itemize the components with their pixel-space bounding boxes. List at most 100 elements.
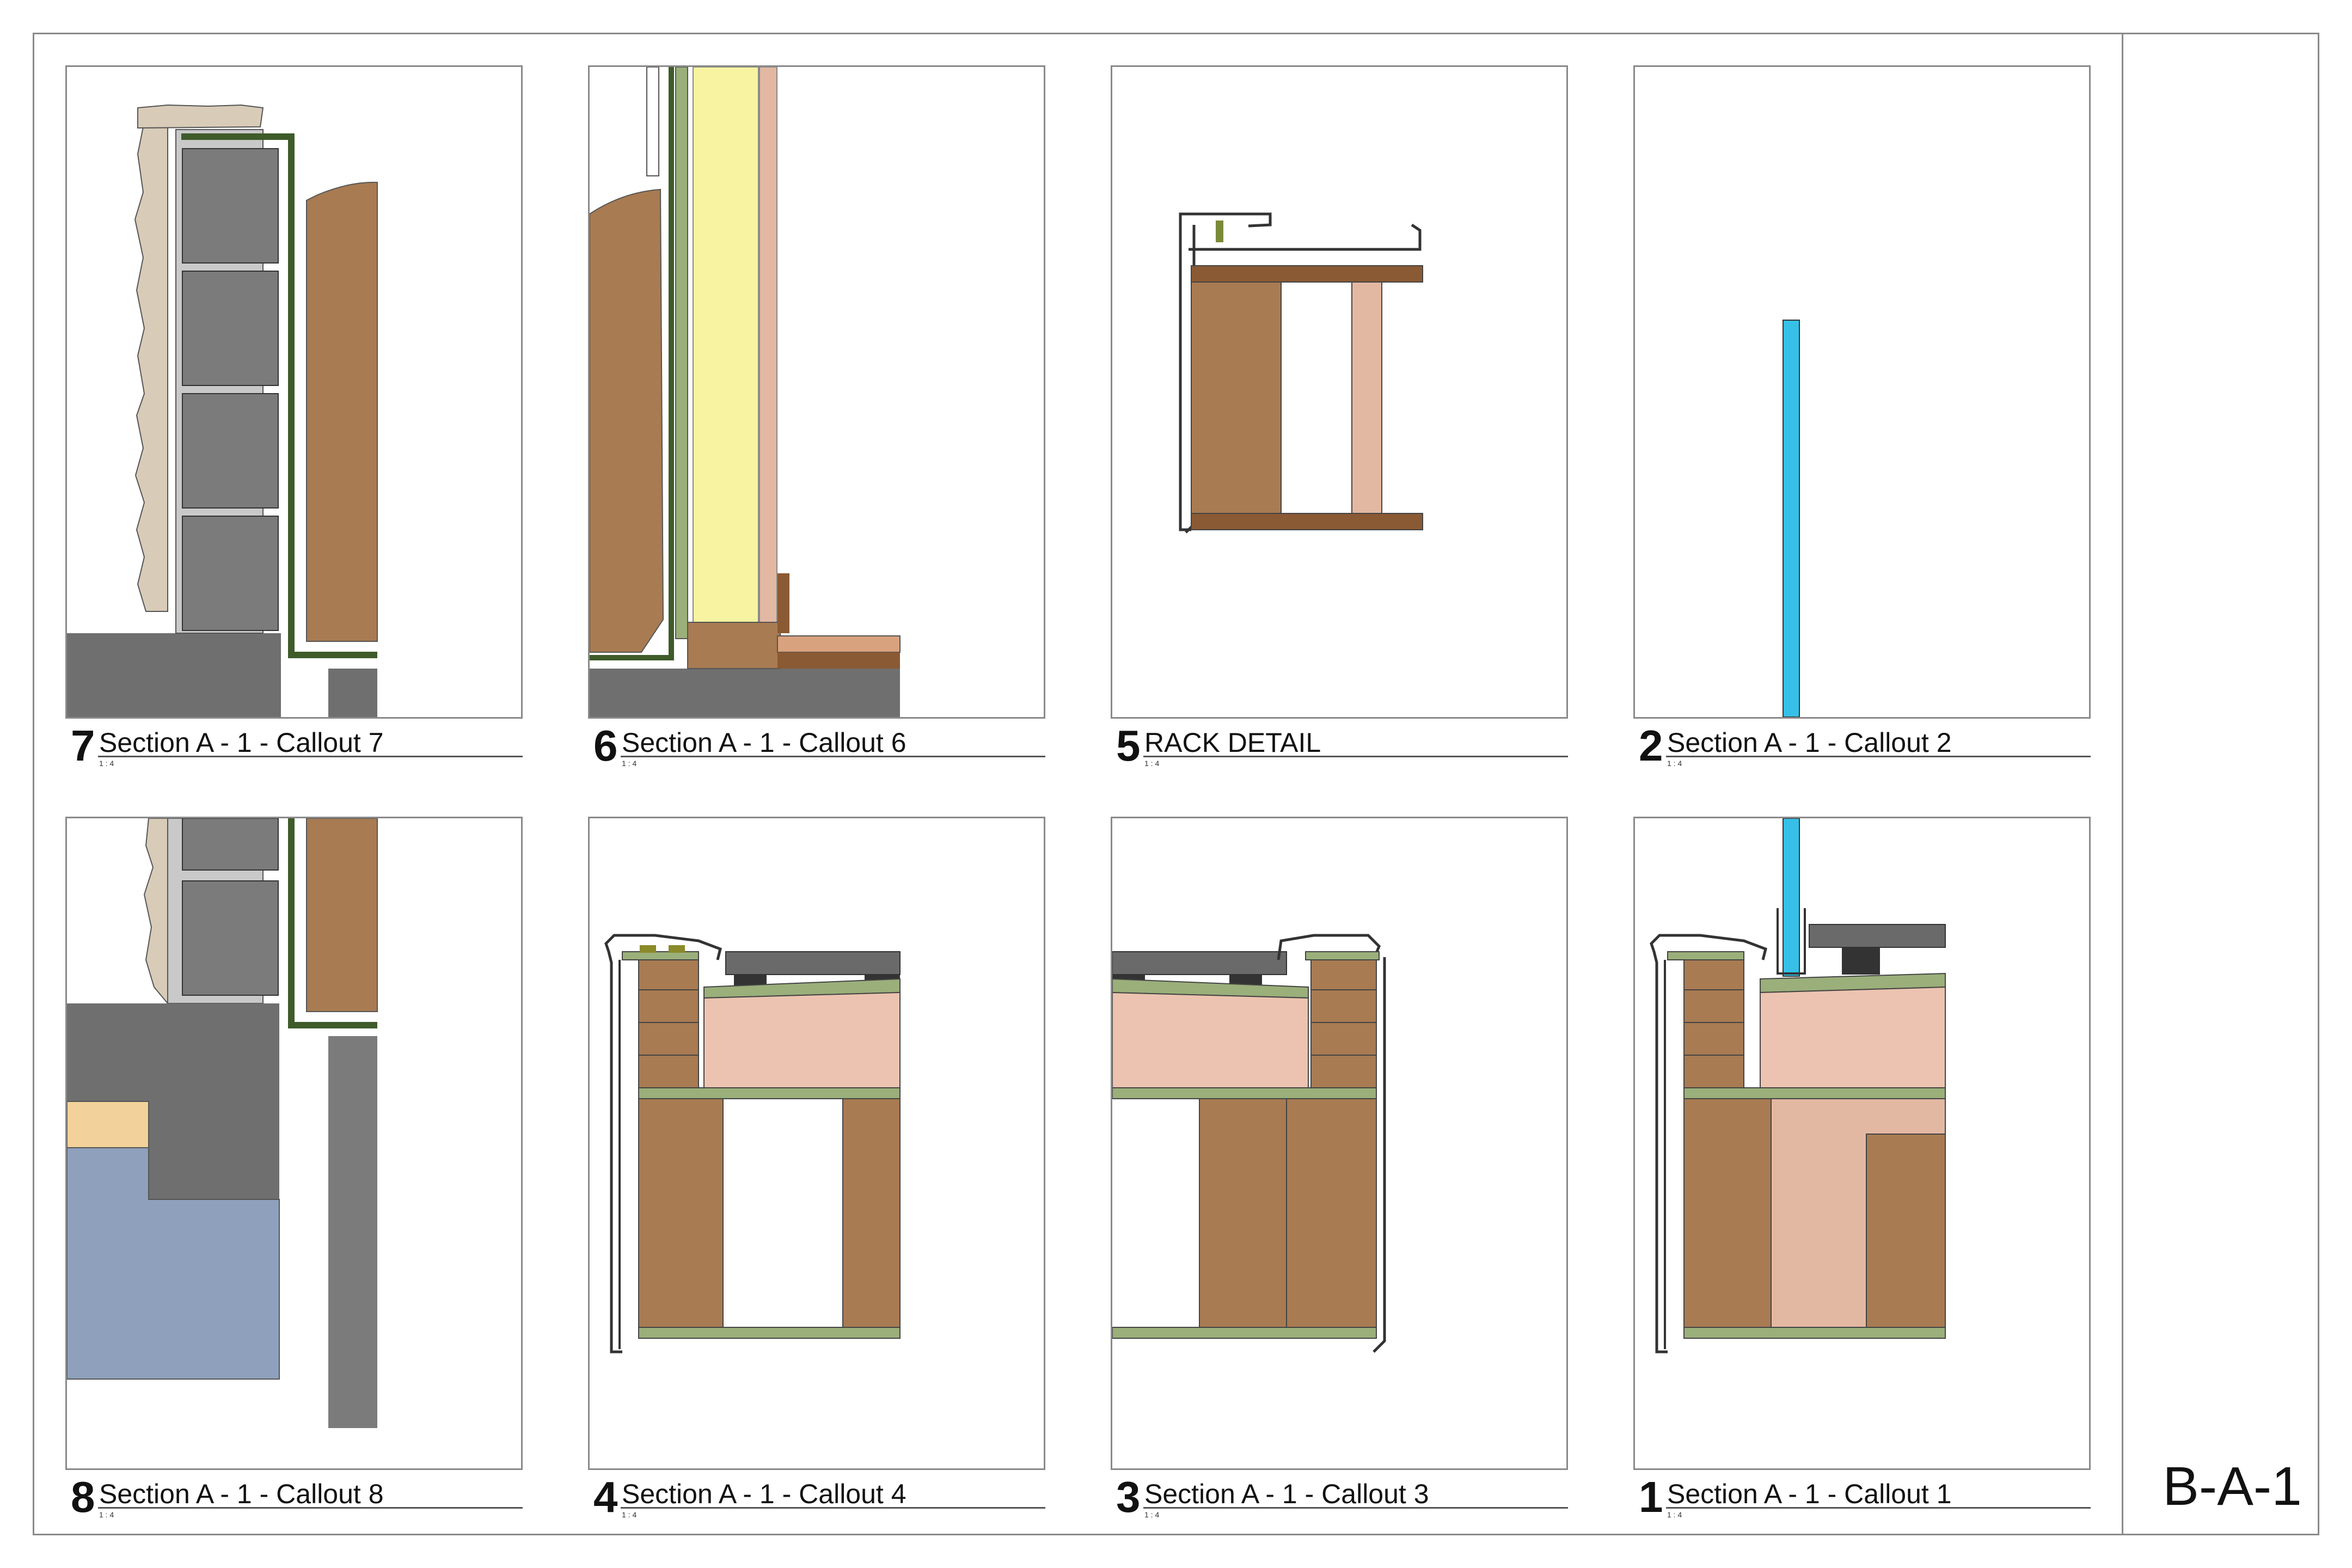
cmu-cell [182, 516, 279, 631]
view-scale: 1 : 4 [99, 1510, 114, 1519]
view-title-4: 4 Section A - 1 - Callout 4 1 : 4 [588, 1475, 1045, 1519]
coping-clip [669, 945, 685, 953]
title-block-divider [2122, 33, 2123, 1535]
waterproof-membrane [181, 133, 377, 658]
title-rule [1143, 1507, 1568, 1509]
membrane [622, 951, 699, 960]
title-rule [621, 1507, 1045, 1509]
sand-bed [67, 1101, 149, 1148]
viewport-callout-6[interactable] [588, 65, 1045, 719]
viewport-callout-3[interactable] [1111, 817, 1568, 1470]
waterproof-membrane [288, 818, 377, 1028]
blocking [638, 959, 699, 990]
blocking [1310, 1022, 1377, 1056]
view-number: 7 [71, 721, 95, 770]
viewport-callout-4[interactable] [588, 817, 1045, 1470]
glass-panel [1783, 818, 1800, 977]
blocking [638, 1055, 699, 1088]
view-name: Section A - 1 - Callout 7 [99, 727, 384, 758]
concrete-footing [328, 669, 377, 717]
viewport-callout-1[interactable] [1633, 817, 2091, 1470]
title-rule [1143, 756, 1568, 757]
stone-cap [137, 104, 264, 129]
stone-veneer [134, 126, 168, 612]
view-name: Section A - 1 - Callout 4 [622, 1479, 906, 1509]
membrane [1305, 951, 1380, 960]
tapered-insulation [1112, 991, 1309, 1088]
blocking [1310, 1055, 1377, 1088]
membrane [1667, 951, 1744, 960]
ceiling-board [638, 1327, 901, 1339]
cmu-cell [182, 148, 279, 264]
glass-panel [1783, 320, 1800, 717]
sheathing-board [675, 67, 688, 639]
viewport-callout-8[interactable] [65, 817, 523, 1470]
view-scale: 1 : 4 [1667, 759, 1682, 768]
floor-subfloor [777, 652, 900, 669]
title-rule [1666, 756, 2091, 757]
view-number: 5 [1116, 721, 1141, 770]
viewport-rack-detail[interactable] [1111, 65, 1568, 719]
ceiling-board [1112, 1327, 1377, 1339]
view-name: Section A - 1 - Callout 2 [1667, 727, 1952, 758]
cmu-cell [182, 818, 279, 871]
view-scale: 1 : 4 [622, 1510, 637, 1519]
pedestal [1842, 947, 1880, 975]
view-title-6: 6 Section A - 1 - Callout 6 1 : 4 [588, 724, 1045, 768]
view-name: Section A - 1 - Callout 6 [622, 727, 906, 758]
rack-post [1191, 281, 1282, 530]
blocking [1683, 959, 1744, 990]
blocking [1310, 989, 1377, 1023]
wood-panel [306, 181, 378, 642]
flashing [646, 67, 659, 176]
pedestal [1229, 975, 1262, 985]
view-name: Section A - 1 - Callout 1 [1667, 1479, 1952, 1509]
title-rule [98, 756, 523, 757]
blocking [1683, 1022, 1744, 1056]
view-title-7: 7 Section A - 1 - Callout 7 1 : 4 [65, 724, 523, 768]
blocking [638, 1022, 699, 1056]
glass-shoe [1777, 908, 1806, 975]
title-rule [1666, 1507, 2091, 1509]
view-title-8: 8 Section A - 1 - Callout 8 1 : 4 [65, 1475, 523, 1519]
rack-spacer [1351, 281, 1382, 530]
sheet-border [33, 33, 2319, 1535]
wood-panel [306, 818, 378, 1012]
joist [1199, 1098, 1287, 1328]
view-title-3: 3 Section A - 1 - Callout 3 1 : 4 [1111, 1475, 1568, 1519]
stone-veneer [143, 818, 168, 1005]
rack-bottom-board [1191, 513, 1423, 530]
view-title-2: 2 Section A - 1 - Callout 2 1 : 4 [1633, 724, 2091, 768]
title-rule [98, 1507, 523, 1509]
concrete-slab [67, 633, 281, 717]
blocking [1310, 959, 1377, 990]
viewport-callout-7[interactable] [65, 65, 523, 719]
baseboard [777, 573, 789, 633]
concrete-slab [590, 669, 900, 717]
ceiling-board [1683, 1327, 1946, 1339]
roof-deck [1683, 1087, 1946, 1099]
joist [1866, 1134, 1946, 1328]
viewport-callout-2[interactable] [1633, 65, 2091, 719]
insulation [693, 67, 759, 623]
cmu-cell [182, 880, 279, 996]
view-name: Section A - 1 - Callout 3 [1144, 1479, 1429, 1509]
view-number: 2 [1639, 721, 1663, 770]
floor-finish [777, 635, 901, 653]
wood-panel [590, 188, 664, 653]
rack-clip [1216, 220, 1223, 242]
roof-deck [638, 1087, 901, 1099]
cmu-cell [182, 393, 279, 509]
waterproof-membrane [590, 67, 674, 660]
tapered-insulation [1760, 986, 1946, 1088]
cmu-cell [182, 271, 279, 386]
view-number: 3 [1116, 1473, 1141, 1521]
coping-outer-edge [1373, 957, 1386, 1353]
paver [1112, 951, 1287, 975]
joist [842, 1098, 901, 1328]
view-number: 6 [593, 721, 618, 770]
blocking [638, 989, 699, 1023]
view-scale: 1 : 4 [99, 759, 114, 768]
joist [1683, 1098, 1772, 1328]
sheet-number: B-A-1 [2163, 1456, 2302, 1517]
